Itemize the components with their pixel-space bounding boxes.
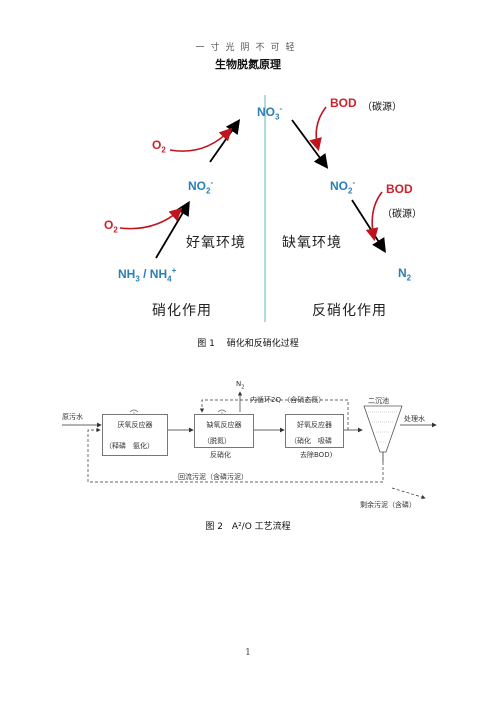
a2o-process-diagram <box>62 391 437 499</box>
no3-label: NO3- <box>257 104 283 122</box>
anaerobic-reactor: 厌氧反应器 （释磷 氨化） <box>102 414 168 456</box>
o2-top-label: O2 <box>152 138 166 155</box>
raw-water-label: 原污水 <box>62 413 83 421</box>
internal-recycle-line <box>199 399 349 430</box>
anoxic-reactor: 缺氧反应器 （脱氮） <box>194 414 254 448</box>
nitrification-denitrification-diagram <box>119 95 386 322</box>
secondary-clarifier-label: 二沉池 <box>368 397 389 405</box>
excess-sludge-line <box>391 487 426 499</box>
arrow-no2-to-no3 <box>209 119 241 163</box>
anaerobic-reactor-label: 厌氧反应器 <box>117 421 153 429</box>
arrow-no2-to-n2 <box>351 199 386 254</box>
aerobic-reactor: 好氧反应器 （硝化 吸磷 <box>285 414 344 448</box>
aerobic-reactor-sub2: 去除BOD) <box>300 451 333 459</box>
figure2-caption: 图 2 A²/O 工艺流程 <box>205 522 291 532</box>
arrow-bod-right <box>365 191 383 242</box>
arrow-o2-top <box>169 127 233 152</box>
nh3-nh4-label: NH3 / NH4+ <box>118 266 177 284</box>
aerobic-reactor-sub: （硝化 吸磷 <box>290 437 332 445</box>
o2-bottom-label: O2 <box>104 218 118 235</box>
bod-right-label: BOD <box>386 182 413 196</box>
arrow-bod-top <box>309 106 327 152</box>
no2-left-label: NO2- <box>188 178 214 196</box>
header-motto: 一寸光阴不可轻 <box>195 43 301 53</box>
figure1-caption: 图 1 硝化和反硝化过程 <box>197 339 299 349</box>
page-number: 1 <box>245 648 251 658</box>
arrow-no3-to-no2 <box>291 119 329 169</box>
carbon-source-top: （碳源） <box>362 102 402 113</box>
return-sludge-line <box>87 427 384 483</box>
no2-right-label: NO2- <box>330 178 356 196</box>
carbon-source-right: （碳源） <box>382 209 422 220</box>
denitrification-label: 反硝化作用 <box>312 303 387 319</box>
anoxic-reactor-sub2: 反硝化 <box>210 451 231 459</box>
arrow-o2-bottom <box>119 207 183 230</box>
aerobic-reactor-label: 好氧反应器 <box>297 421 332 429</box>
anoxic-reactor-sub: （脱氮） <box>203 437 231 445</box>
arrow-nh-to-no2 <box>155 200 190 259</box>
anaerobic-reactor-sub: （释磷 氨化） <box>105 442 154 450</box>
internal-recycle-label: 内循环2Q （含硝态氮） <box>250 396 326 404</box>
n2-label: N2 <box>398 266 412 283</box>
clarifier-shape <box>363 405 403 453</box>
document-title: 生物脱氮原理 <box>215 58 281 71</box>
aerobic-env-label: 好氧环境 <box>186 235 246 251</box>
nitrification-label: 硝化作用 <box>152 303 212 319</box>
anoxic-env-label: 缺氧环境 <box>282 235 342 251</box>
anoxic-reactor-label: 缺氧反应器 <box>206 421 242 429</box>
bod-top-label: BOD <box>330 96 357 110</box>
return-sludge-label: 回流污泥（含磷污泥） <box>178 473 248 481</box>
excess-sludge-label: 剩余污泥（含磷） <box>360 501 416 509</box>
treated-water-label: 处理水 <box>404 415 425 423</box>
n2-release-label: N2 <box>236 380 245 391</box>
